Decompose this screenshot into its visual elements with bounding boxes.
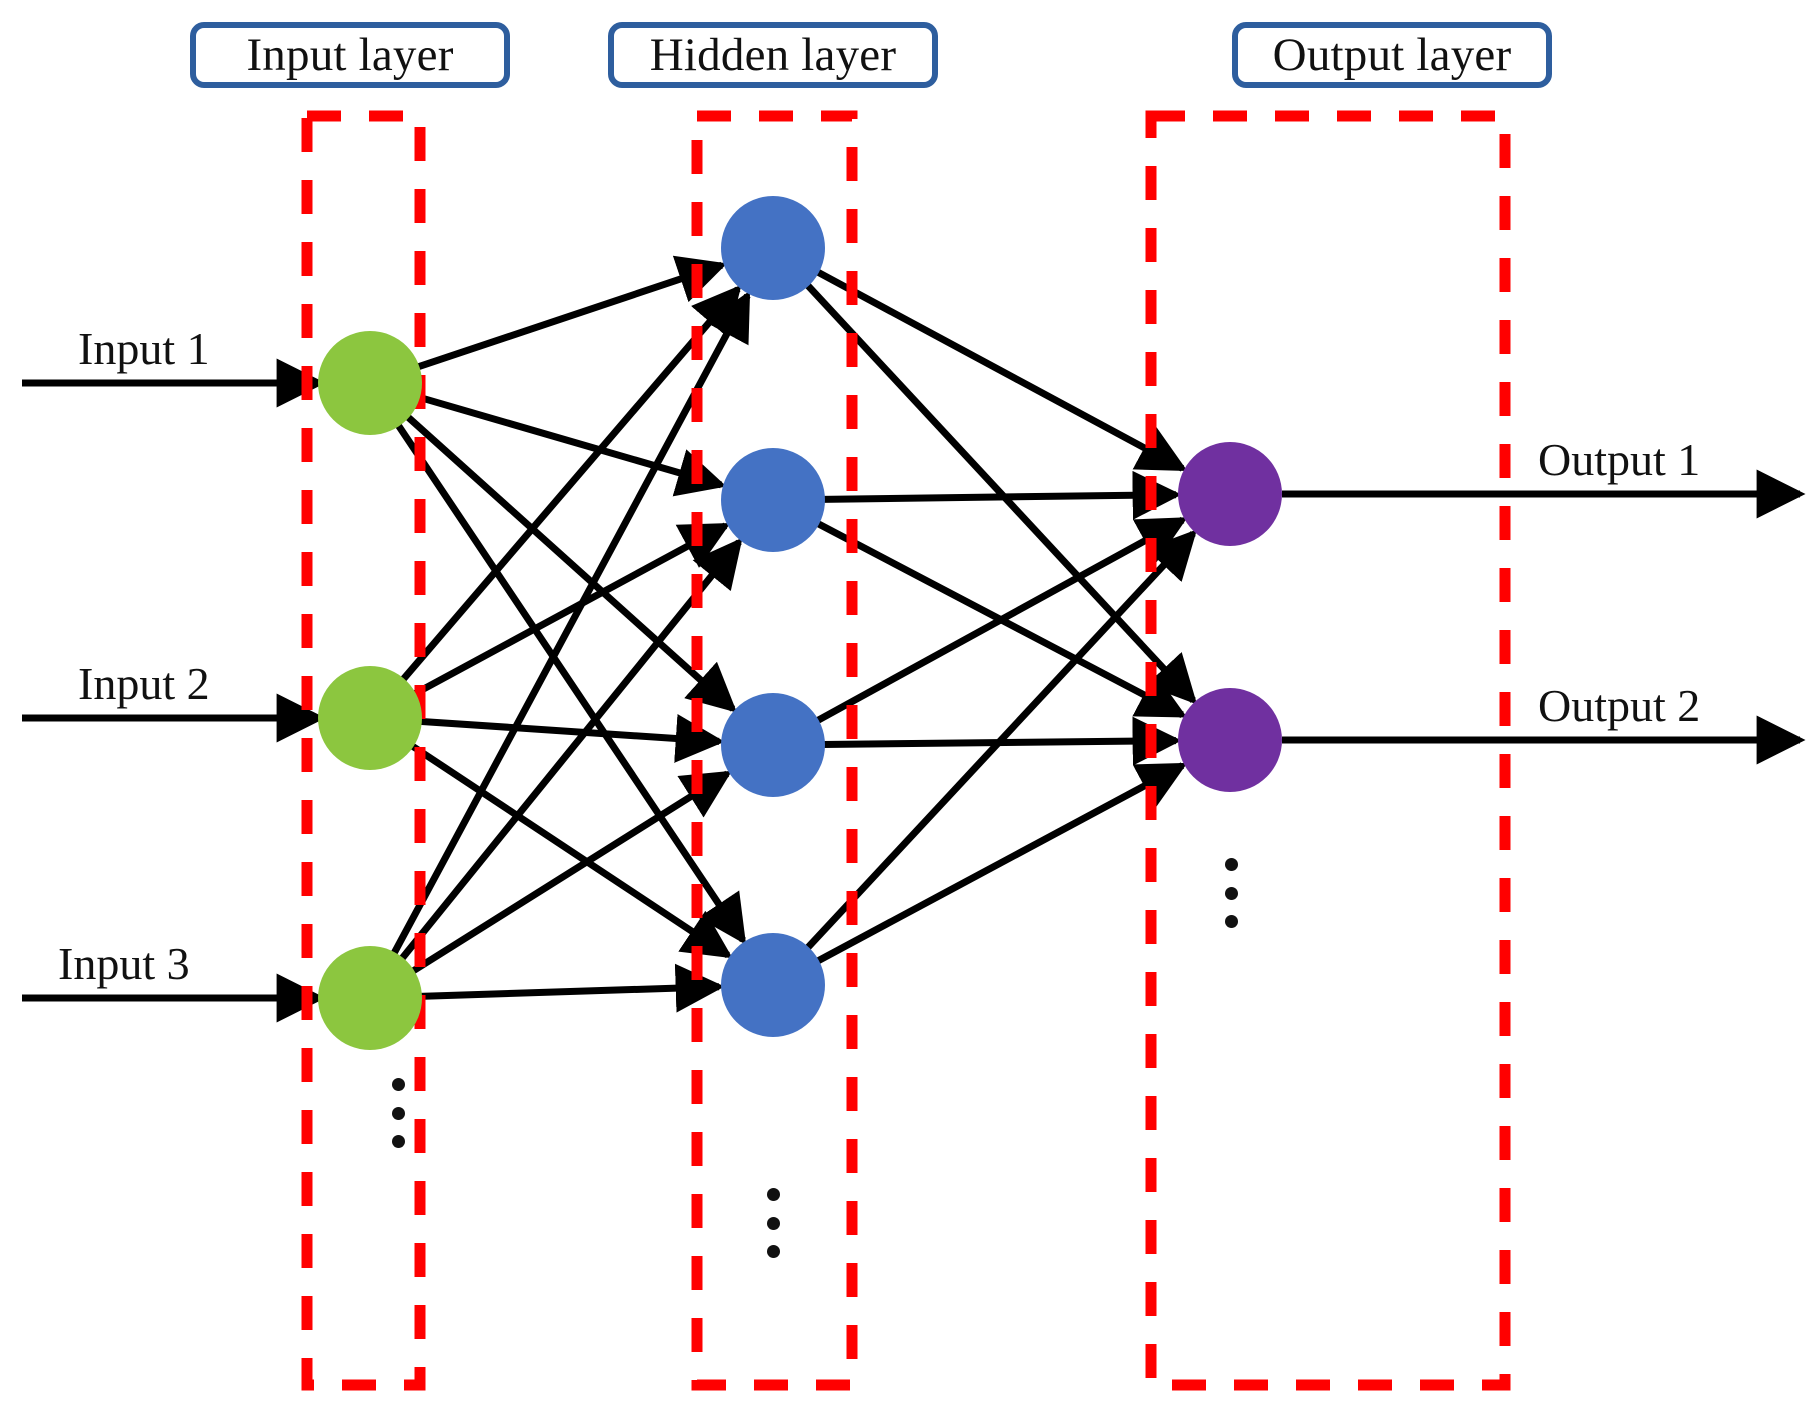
layer-chip-output[interactable]: Output layer xyxy=(1232,22,1552,88)
neuron-o2[interactable] xyxy=(1178,688,1282,792)
edge-h4-o2 xyxy=(815,762,1188,965)
io-arrows-group xyxy=(22,358,1806,1023)
edge-h3-o1 xyxy=(815,516,1188,724)
dashed-boxes-group xyxy=(301,110,1511,1391)
layer-chip-hidden-label: Hidden layer xyxy=(649,28,897,81)
edge-h4-o1 xyxy=(804,529,1198,951)
edge-i3-h4 xyxy=(419,963,725,1013)
edge-i3-h2 xyxy=(398,537,743,962)
edge-i3-h1 xyxy=(390,290,751,956)
nodes-group xyxy=(318,196,1282,1050)
neuron-h2[interactable] xyxy=(721,448,825,552)
neuron-i1[interactable] xyxy=(318,331,422,435)
output-label-2: Output 2 xyxy=(1538,680,1701,731)
edge-i1-h4 xyxy=(394,422,747,945)
dashed-region-input-box xyxy=(301,110,426,1391)
dashed-region-hidden-box xyxy=(691,110,858,1391)
edge-i2-h3 xyxy=(419,714,725,763)
input-label-3: Input 3 xyxy=(58,938,190,989)
edge-h2-o1 xyxy=(822,470,1182,520)
edge-h1-o1 xyxy=(815,268,1188,472)
edges-group xyxy=(390,255,1198,1013)
edge-i1-h2 xyxy=(417,393,727,497)
vertical-ellipsis-icon-hidden xyxy=(766,1188,780,1258)
edge-i1-h3 xyxy=(404,413,737,713)
output-label-1: Output 1 xyxy=(1538,434,1701,485)
vertical-ellipsis-icon-output xyxy=(1224,858,1238,928)
dashed-region-output-box xyxy=(1145,110,1511,1391)
neuron-h1[interactable] xyxy=(721,196,825,300)
neuron-h4[interactable] xyxy=(721,933,825,1037)
neuron-i3[interactable] xyxy=(318,946,422,1050)
input-label-2: Input 2 xyxy=(78,658,210,709)
layer-chip-input[interactable]: Input layer xyxy=(190,22,510,88)
edge-i3-h3 xyxy=(410,770,733,975)
edge-i1-h1 xyxy=(416,255,728,371)
layer-chip-input-label: Input layer xyxy=(246,28,454,81)
layer-chip-output-label: Output layer xyxy=(1272,28,1512,81)
edge-i2-h1 xyxy=(399,284,742,683)
edge-h1-o2 xyxy=(804,282,1198,705)
input-label-1: Input 1 xyxy=(78,323,210,374)
neuron-i2[interactable] xyxy=(318,666,422,770)
edge-i2-h2 xyxy=(412,522,731,698)
layer-chip-hidden[interactable]: Hidden layer xyxy=(608,22,938,88)
neuron-h3[interactable] xyxy=(721,693,825,797)
neuron-o1[interactable] xyxy=(1178,442,1282,546)
edge-i2-h4 xyxy=(409,742,733,959)
vertical-ellipsis-icon-input xyxy=(391,1078,405,1148)
